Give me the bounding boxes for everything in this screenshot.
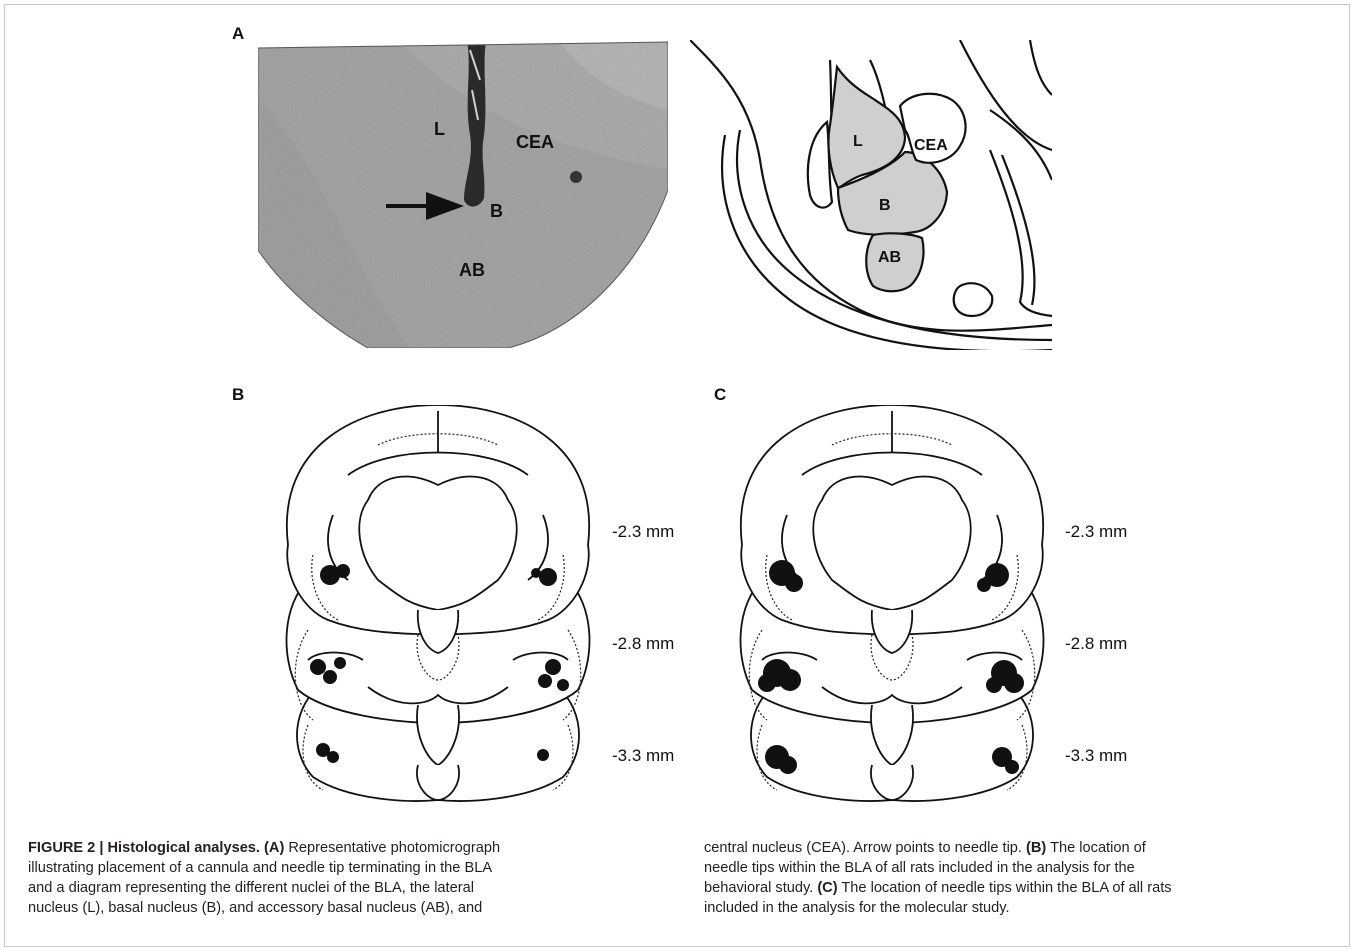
caption-line: needle tips within the BLA of all rats i… (704, 858, 1344, 878)
caption-text: nucleus (L), basal nucleus (B), and acce… (28, 900, 482, 916)
coronal-sections-behavioral (268, 405, 608, 805)
caption-text: The location of (1046, 840, 1146, 856)
caption-ref-ref_c: (C) (817, 880, 837, 896)
photomicrograph: L CEA B AB (258, 40, 668, 348)
depth-label-b-3: -3.3 mm (612, 746, 674, 766)
caption-line: behavioral study. (C) The location of ne… (704, 878, 1344, 898)
depth-label-b-2: -2.8 mm (612, 634, 674, 654)
panel-b-letter: B (232, 385, 244, 405)
caption-ref-ref_a: (A) (260, 840, 284, 856)
diagram-label-cea: CEA (914, 137, 948, 154)
caption-ref-figure_label: FIGURE 2 | Histological analyses. (28, 840, 260, 856)
caption-line: and a diagram representing the different… (28, 878, 668, 898)
caption-text: illustrating placement of a cannula and … (28, 860, 492, 876)
caption-line: FIGURE 2 | Histological analyses. (A) Re… (28, 838, 668, 858)
photo-label-cea: CEA (516, 132, 554, 152)
caption-line: illustrating placement of a cannula and … (28, 858, 668, 878)
depth-label-c-2: -2.8 mm (1065, 634, 1127, 654)
diagram-label-l: L (853, 133, 863, 150)
depth-label-c-3: -3.3 mm (1065, 746, 1127, 766)
photo-label-ab: AB (459, 260, 485, 280)
caption-text: and a diagram representing the different… (28, 880, 474, 896)
diagram-label-b: B (879, 197, 891, 214)
diagram-label-ab: AB (878, 249, 901, 266)
coronal-sections-molecular (722, 405, 1062, 805)
caption-text: needle tips within the BLA of all rats i… (704, 860, 1135, 876)
caption-text: The location of needle tips within the B… (838, 880, 1172, 896)
caption-text: central nucleus (CEA). Arrow points to n… (704, 840, 1026, 856)
caption-line: central nucleus (CEA). Arrow points to n… (704, 838, 1344, 858)
depth-label-b-1: -2.3 mm (612, 522, 674, 542)
caption-line: nucleus (L), basal nucleus (B), and acce… (28, 898, 668, 918)
panel-c-letter: C (714, 385, 726, 405)
caption-right-column: central nucleus (CEA). Arrow points to n… (704, 838, 1344, 918)
caption-line: included in the analysis for the molecul… (704, 898, 1344, 918)
figure-frame (4, 4, 1350, 947)
caption-text: Representative photomicrograph (284, 840, 500, 856)
panel-a-letter: A (232, 24, 244, 44)
nuclei-diagram: L CEA B AB (690, 40, 1052, 350)
photo-label-l: L (434, 119, 445, 139)
depth-label-c-1: -2.3 mm (1065, 522, 1127, 542)
caption-ref-ref_b: (B) (1026, 840, 1046, 856)
caption-left-column: FIGURE 2 | Histological analyses. (A) Re… (28, 838, 668, 918)
caption-text: included in the analysis for the molecul… (704, 900, 1010, 916)
photo-label-b: B (490, 201, 503, 221)
caption-text: behavioral study. (704, 880, 817, 896)
